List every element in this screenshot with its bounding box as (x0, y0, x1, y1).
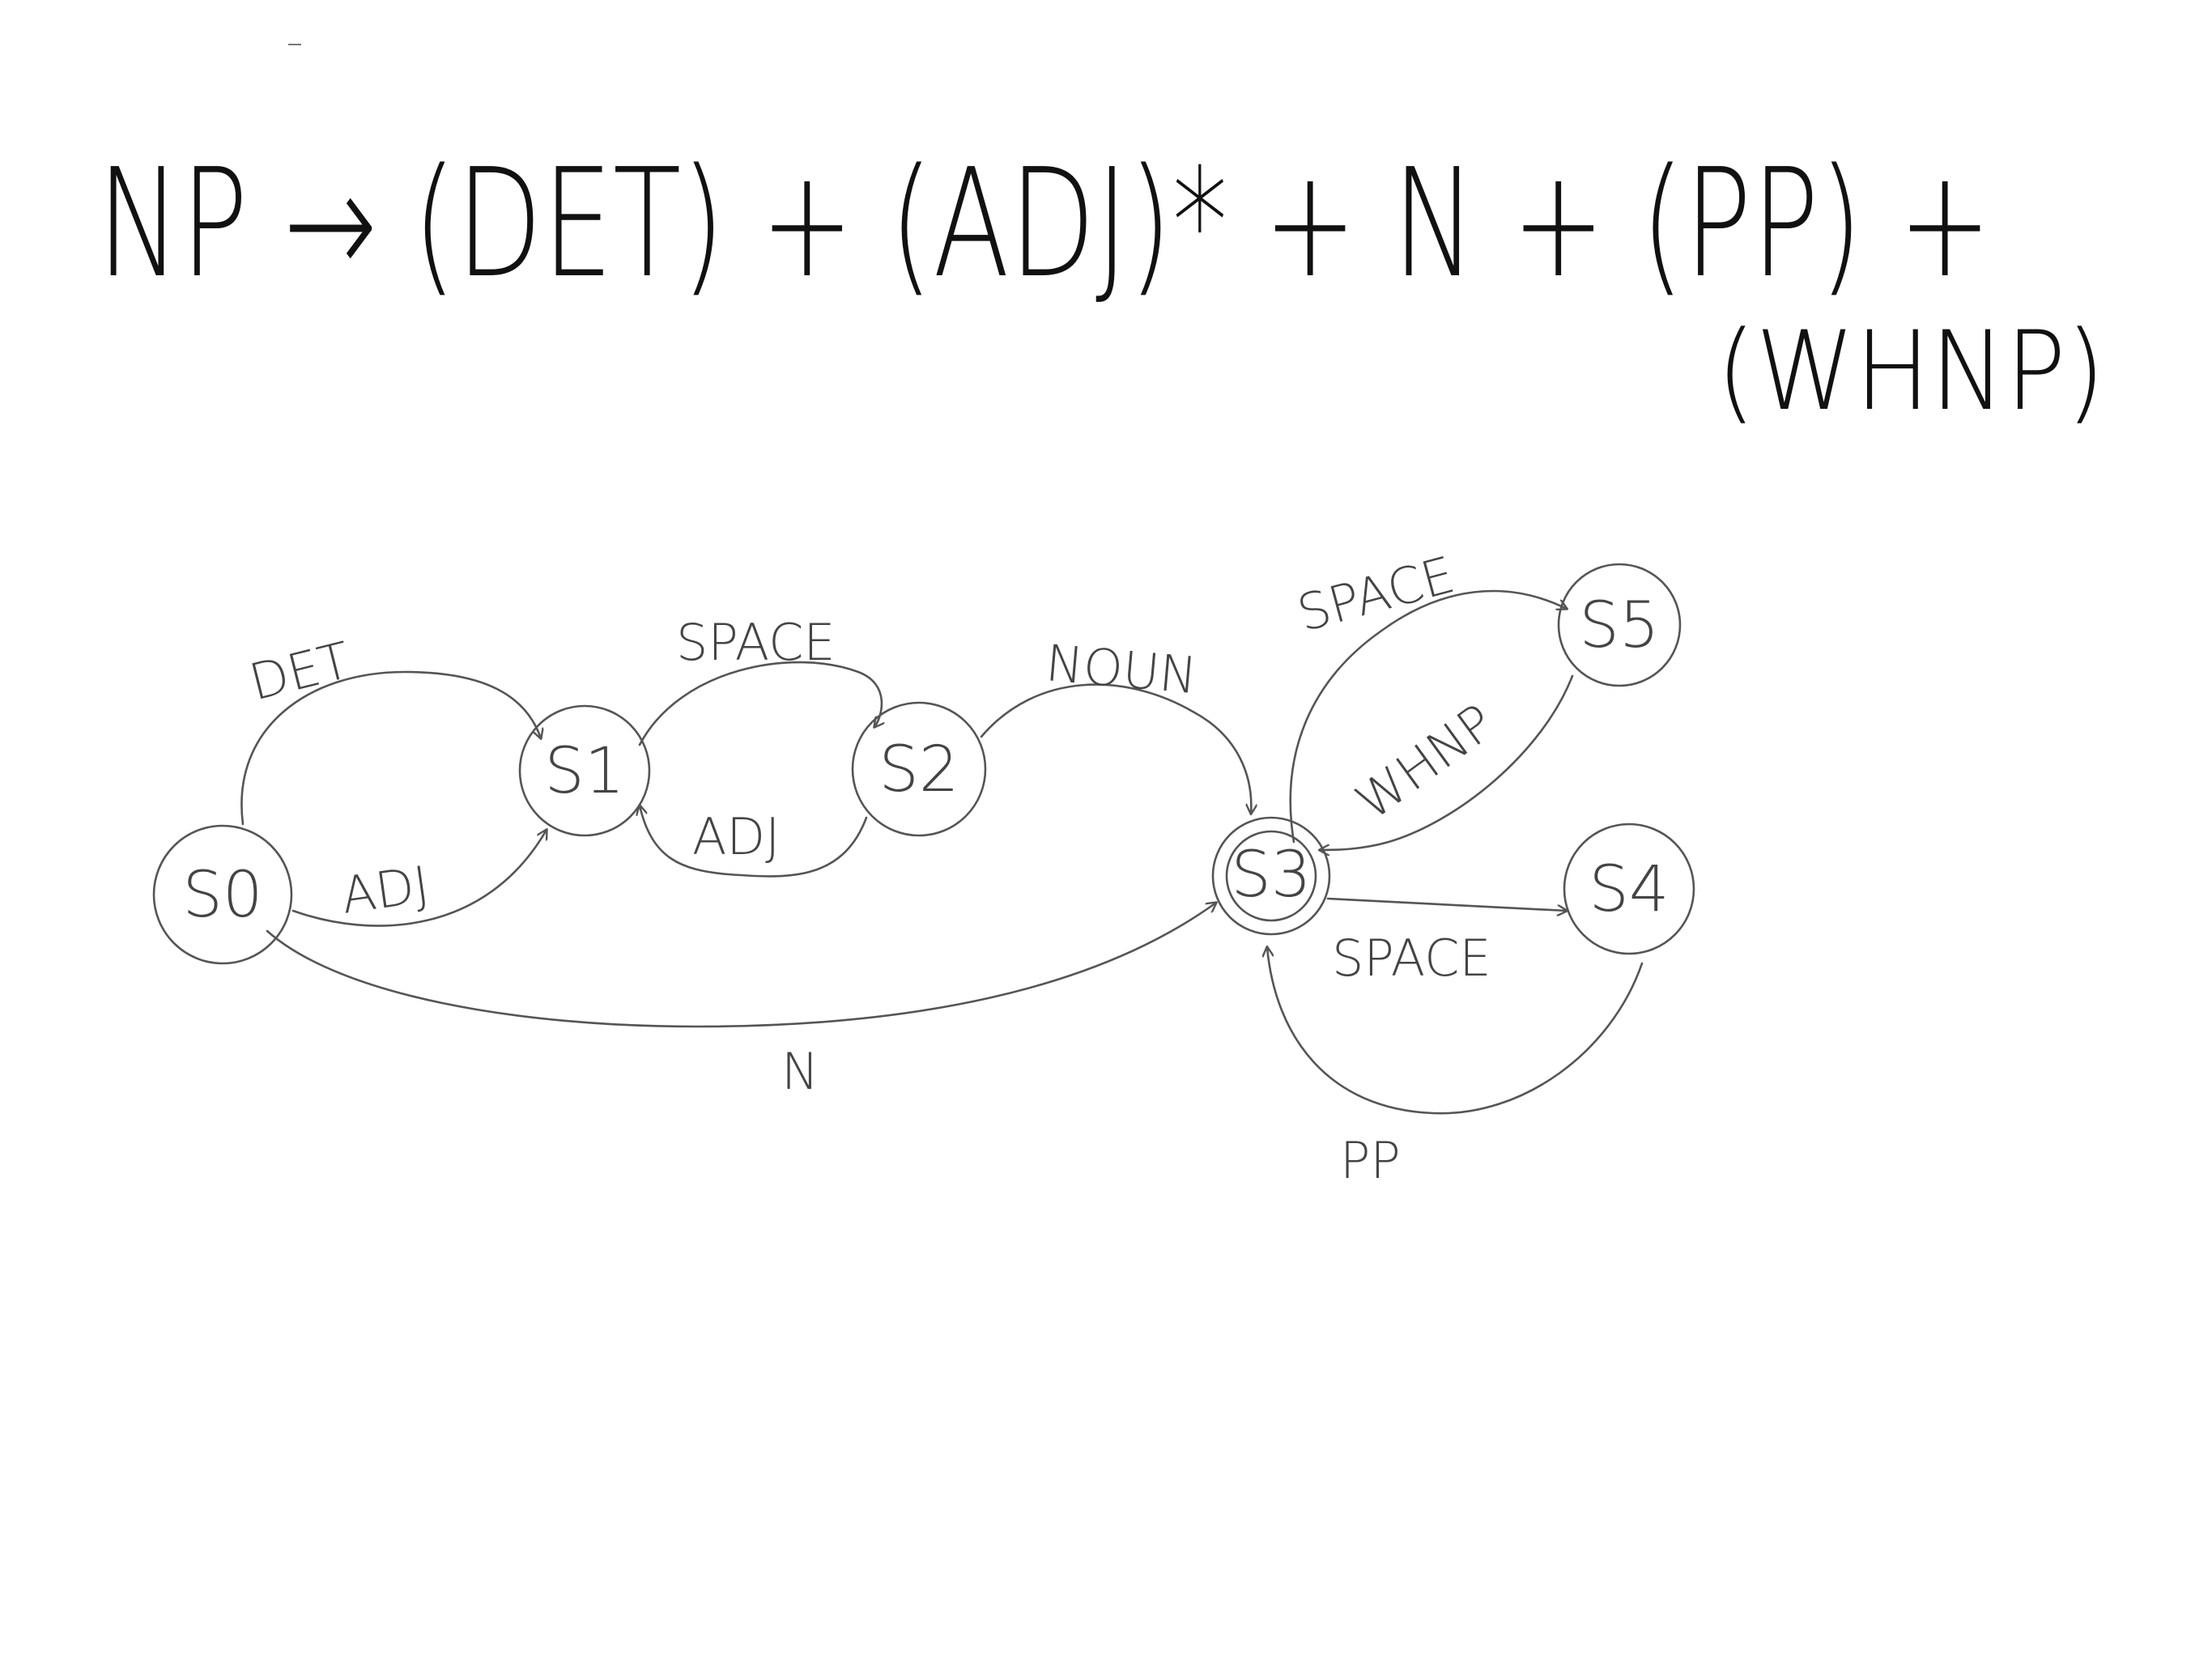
transition-label-adj-s0-s1: ADJ (338, 854, 433, 925)
state-s5: S5 (1557, 563, 1682, 687)
state-label: S3 (1231, 839, 1311, 912)
state-circle (518, 704, 651, 837)
transition-space-s1-s2 (638, 661, 882, 746)
transition-det (240, 670, 541, 826)
grammar-rule-line-1: NP → (DET) + (ADJ)* + N + (PP) + (97, 136, 1992, 311)
state-inner-circle (1225, 830, 1317, 922)
transition-pp (1267, 947, 1644, 1115)
transition-label-whnp: WHNP (1345, 692, 1505, 831)
state-circle (152, 824, 293, 965)
state-circle (851, 701, 987, 837)
transition-label-space-s3-s4: SPACE (1332, 929, 1491, 988)
transition-label-pp: PP (1340, 1131, 1401, 1190)
transition-adj-s2-s1 (640, 806, 868, 878)
transition-label-space-s1-s2: SPACE (676, 613, 836, 672)
transition-label-noun: NOUN (1044, 633, 1200, 705)
state-circle (1557, 563, 1682, 687)
transition-label-n-s0-s3: N (781, 1042, 819, 1101)
transition-space-s3-s4 (1326, 897, 1567, 911)
state-label: S1 (544, 735, 624, 808)
state-s4: S4 (1563, 823, 1695, 955)
transition-n-s0-s3 (266, 903, 1216, 1028)
state-circle (1563, 823, 1695, 955)
grammar-rule-line-2: (WHNP) (1716, 308, 2105, 435)
transition-label-adj-s2-s1: ADJ (692, 807, 780, 866)
state-s0: S0 (152, 824, 293, 965)
state-label: S4 (1589, 853, 1669, 926)
state-outer-circle (1211, 816, 1331, 936)
transition-label-space-s3-s5: SPACE (1291, 545, 1461, 643)
state-s1: S1 (518, 704, 651, 837)
transition-whnp (1320, 674, 1574, 850)
transition-space-s3-s5 (1289, 589, 1567, 844)
state-label: S0 (182, 859, 262, 932)
state-s3-accepting: S3 (1211, 816, 1331, 936)
transition-adj-s0-s1 (291, 830, 547, 927)
transition-noun (980, 683, 1251, 814)
state-label: S5 (1579, 589, 1659, 662)
state-s2: S2 (851, 701, 987, 837)
transition-label-det: DET (244, 631, 356, 712)
state-label: S2 (878, 733, 959, 806)
